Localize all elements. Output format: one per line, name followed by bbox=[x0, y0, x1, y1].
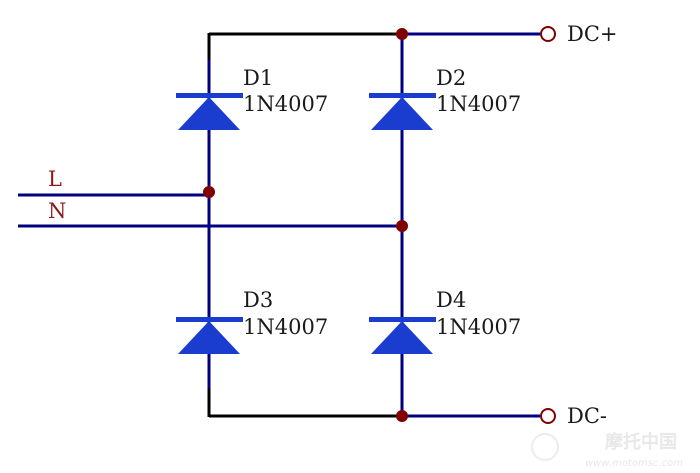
watermark: 摩托中国 www.motomsc.com bbox=[531, 431, 683, 469]
diode-d2-designator: D2 bbox=[436, 66, 466, 90]
diode-d4 bbox=[369, 317, 436, 354]
diode-d2 bbox=[369, 93, 436, 130]
diode-d3-cathode-bar bbox=[176, 317, 243, 322]
watermark-text: 摩托中国 bbox=[605, 431, 677, 453]
diode-d1-cathode-bar bbox=[176, 93, 243, 98]
junction-n-node bbox=[396, 220, 408, 232]
junction-bottom-right bbox=[396, 410, 408, 422]
junctions bbox=[203, 28, 408, 422]
diode-d4-part: 1N4007 bbox=[436, 315, 521, 339]
diode-d1-designator: D1 bbox=[243, 66, 273, 90]
diode-d3-triangle bbox=[178, 321, 240, 354]
output-dc-plus-label: DC+ bbox=[567, 22, 618, 46]
diode-d4-designator: D4 bbox=[436, 288, 466, 312]
terminal-dc-plus bbox=[540, 26, 556, 42]
diode-d3-part: 1N4007 bbox=[243, 315, 328, 339]
output-dc-minus-label: DC- bbox=[567, 404, 607, 428]
diode-d1 bbox=[176, 93, 243, 130]
diode-d3-designator: D3 bbox=[243, 288, 273, 312]
input-n-label: N bbox=[48, 199, 66, 223]
watermark-url: www.motomsc.com bbox=[585, 458, 683, 469]
diode-d4-triangle bbox=[371, 321, 433, 354]
terminal-dc-minus bbox=[540, 408, 556, 424]
junction-top-right bbox=[396, 28, 408, 40]
wires bbox=[18, 32, 540, 418]
watermark-logo-icon bbox=[531, 433, 559, 461]
diode-d2-triangle bbox=[371, 97, 433, 130]
diode-d1-part: 1N4007 bbox=[243, 92, 328, 116]
diode-d2-cathode-bar bbox=[369, 93, 436, 98]
diode-d1-triangle bbox=[178, 97, 240, 130]
diode-d3 bbox=[176, 317, 243, 354]
input-l-label: L bbox=[48, 167, 62, 191]
diode-d4-cathode-bar bbox=[369, 317, 436, 322]
junction-l-node bbox=[203, 186, 215, 198]
diode-d2-part: 1N4007 bbox=[436, 92, 521, 116]
